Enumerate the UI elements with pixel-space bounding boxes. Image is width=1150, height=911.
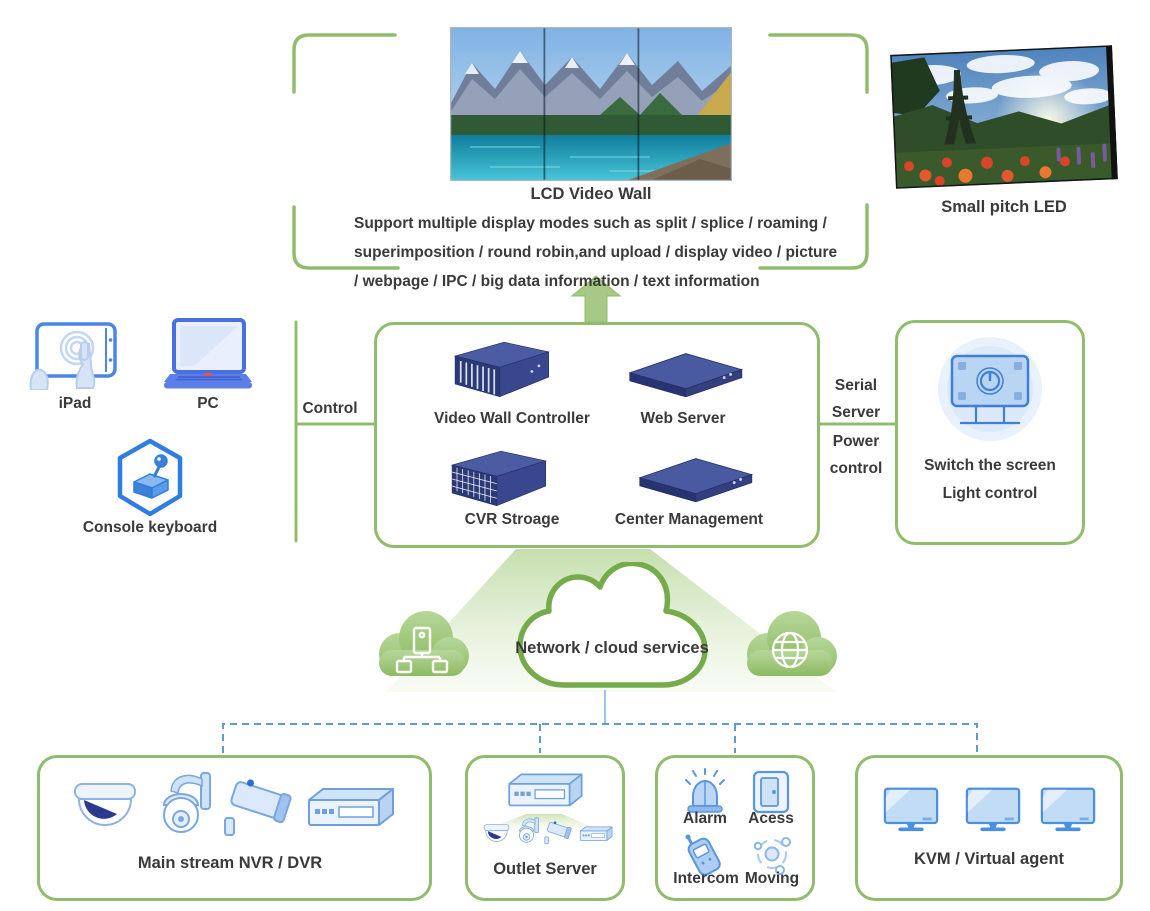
network-lines: [222, 690, 978, 753]
small-pitch-led-image: [890, 45, 1118, 189]
ipad-icon: [27, 318, 123, 390]
ipad-label: iPad: [58, 395, 92, 412]
lcd-video-wall-image: [450, 27, 732, 181]
serial-server-line1: Serial: [834, 377, 878, 394]
led-caption: Small pitch LED: [941, 198, 1067, 216]
network-cloud-label: Network / cloud services: [515, 639, 709, 657]
kvm-label: KVM / Virtual agent: [913, 850, 1065, 868]
power-monitor-icon: [930, 336, 1050, 446]
serial-server-line2: Server: [831, 404, 881, 421]
cvr-storage-icon: [445, 447, 550, 507]
network-cloud-right: [738, 606, 842, 684]
alarm-icon: [682, 768, 728, 814]
up-arrow: [570, 275, 622, 323]
power-control-line2: control: [829, 460, 883, 477]
globe-icon: [771, 631, 809, 669]
moving-sensor-icon: [750, 832, 794, 876]
web-server-icon: [625, 347, 745, 397]
outlet-cone: [486, 814, 599, 830]
nvr-dvr-label: Main stream NVR / DVR: [137, 854, 323, 872]
screen-light-control-label: Switch the screen Light control: [905, 452, 1075, 508]
pc-label: PC: [197, 395, 219, 412]
video-wall-controller-icon: [448, 338, 553, 398]
serial-server-label: Serial Server: [822, 372, 890, 426]
lcd-description-line2: superimposition / round robin,and upload…: [354, 244, 838, 261]
nvr-dvr-box: Main stream NVR / DVR: [37, 755, 432, 901]
intercom-icon: [682, 828, 728, 880]
power-control-label: Power control: [822, 428, 890, 482]
kvm-monitor-icon-1: [883, 787, 939, 832]
mini-ptz-camera-icon: [512, 817, 541, 847]
security-devices-box: Alarm Acess Intercom M: [655, 755, 815, 901]
lcd-description: Support multiple display modes such as s…: [354, 209, 874, 296]
center-management-label: Center Management: [614, 511, 764, 528]
console-keyboard-label: Console keyboard: [82, 519, 218, 536]
center-management-icon: [635, 452, 755, 502]
mini-dome-camera-icon: [482, 822, 511, 845]
mini-recorder-icon: [578, 825, 614, 845]
intercom-label: Intercom: [673, 870, 739, 887]
web-server-label: Web Server: [640, 410, 726, 427]
kvm-monitor-icon-3: [1040, 787, 1096, 832]
control-bus-lines: [294, 320, 897, 543]
lcd-description-line1: Support multiple display modes such as s…: [354, 215, 827, 232]
center-equipment-box: [374, 322, 820, 548]
kvm-box: KVM / Virtual agent: [855, 755, 1123, 901]
network-cloud-left: [370, 606, 474, 684]
video-wall-controller-label: Video Wall Controller: [434, 410, 590, 427]
lcd-caption: LCD Video Wall: [530, 185, 652, 203]
lcd-description-line3: / webpage / IPC / big data information /…: [354, 273, 760, 290]
outlet-server-label: Outlet Server: [493, 860, 597, 878]
outlet-server-box: Outlet Server: [465, 755, 625, 901]
control-link-label: Control: [302, 400, 358, 417]
outlet-nvr-icon: [504, 770, 586, 815]
ptz-camera-icon: [146, 771, 216, 843]
kvm-monitor-icon-2: [965, 787, 1021, 832]
access-label: Acess: [748, 810, 794, 827]
dome-camera-icon: [70, 778, 140, 834]
access-door-icon: [751, 769, 791, 815]
network-cloud-main: [512, 562, 712, 692]
bullet-camera-icon: [223, 776, 305, 838]
power-control-line1: Power: [832, 433, 880, 450]
server-network-icon: [395, 626, 449, 674]
mini-bullet-camera-icon: [544, 820, 577, 845]
nvr-recorder-icon: [303, 784, 398, 836]
moving-label: Moving: [744, 870, 800, 887]
pc-icon: [156, 316, 260, 392]
cvr-storage-label: CVR Stroage: [464, 511, 560, 528]
console-keyboard-icon: [114, 438, 186, 518]
light-control-line: Light control: [942, 485, 1038, 502]
alarm-label: Alarm: [683, 810, 727, 827]
switch-screen-line: Switch the screen: [924, 457, 1056, 474]
top-bracket: [292, 33, 869, 270]
